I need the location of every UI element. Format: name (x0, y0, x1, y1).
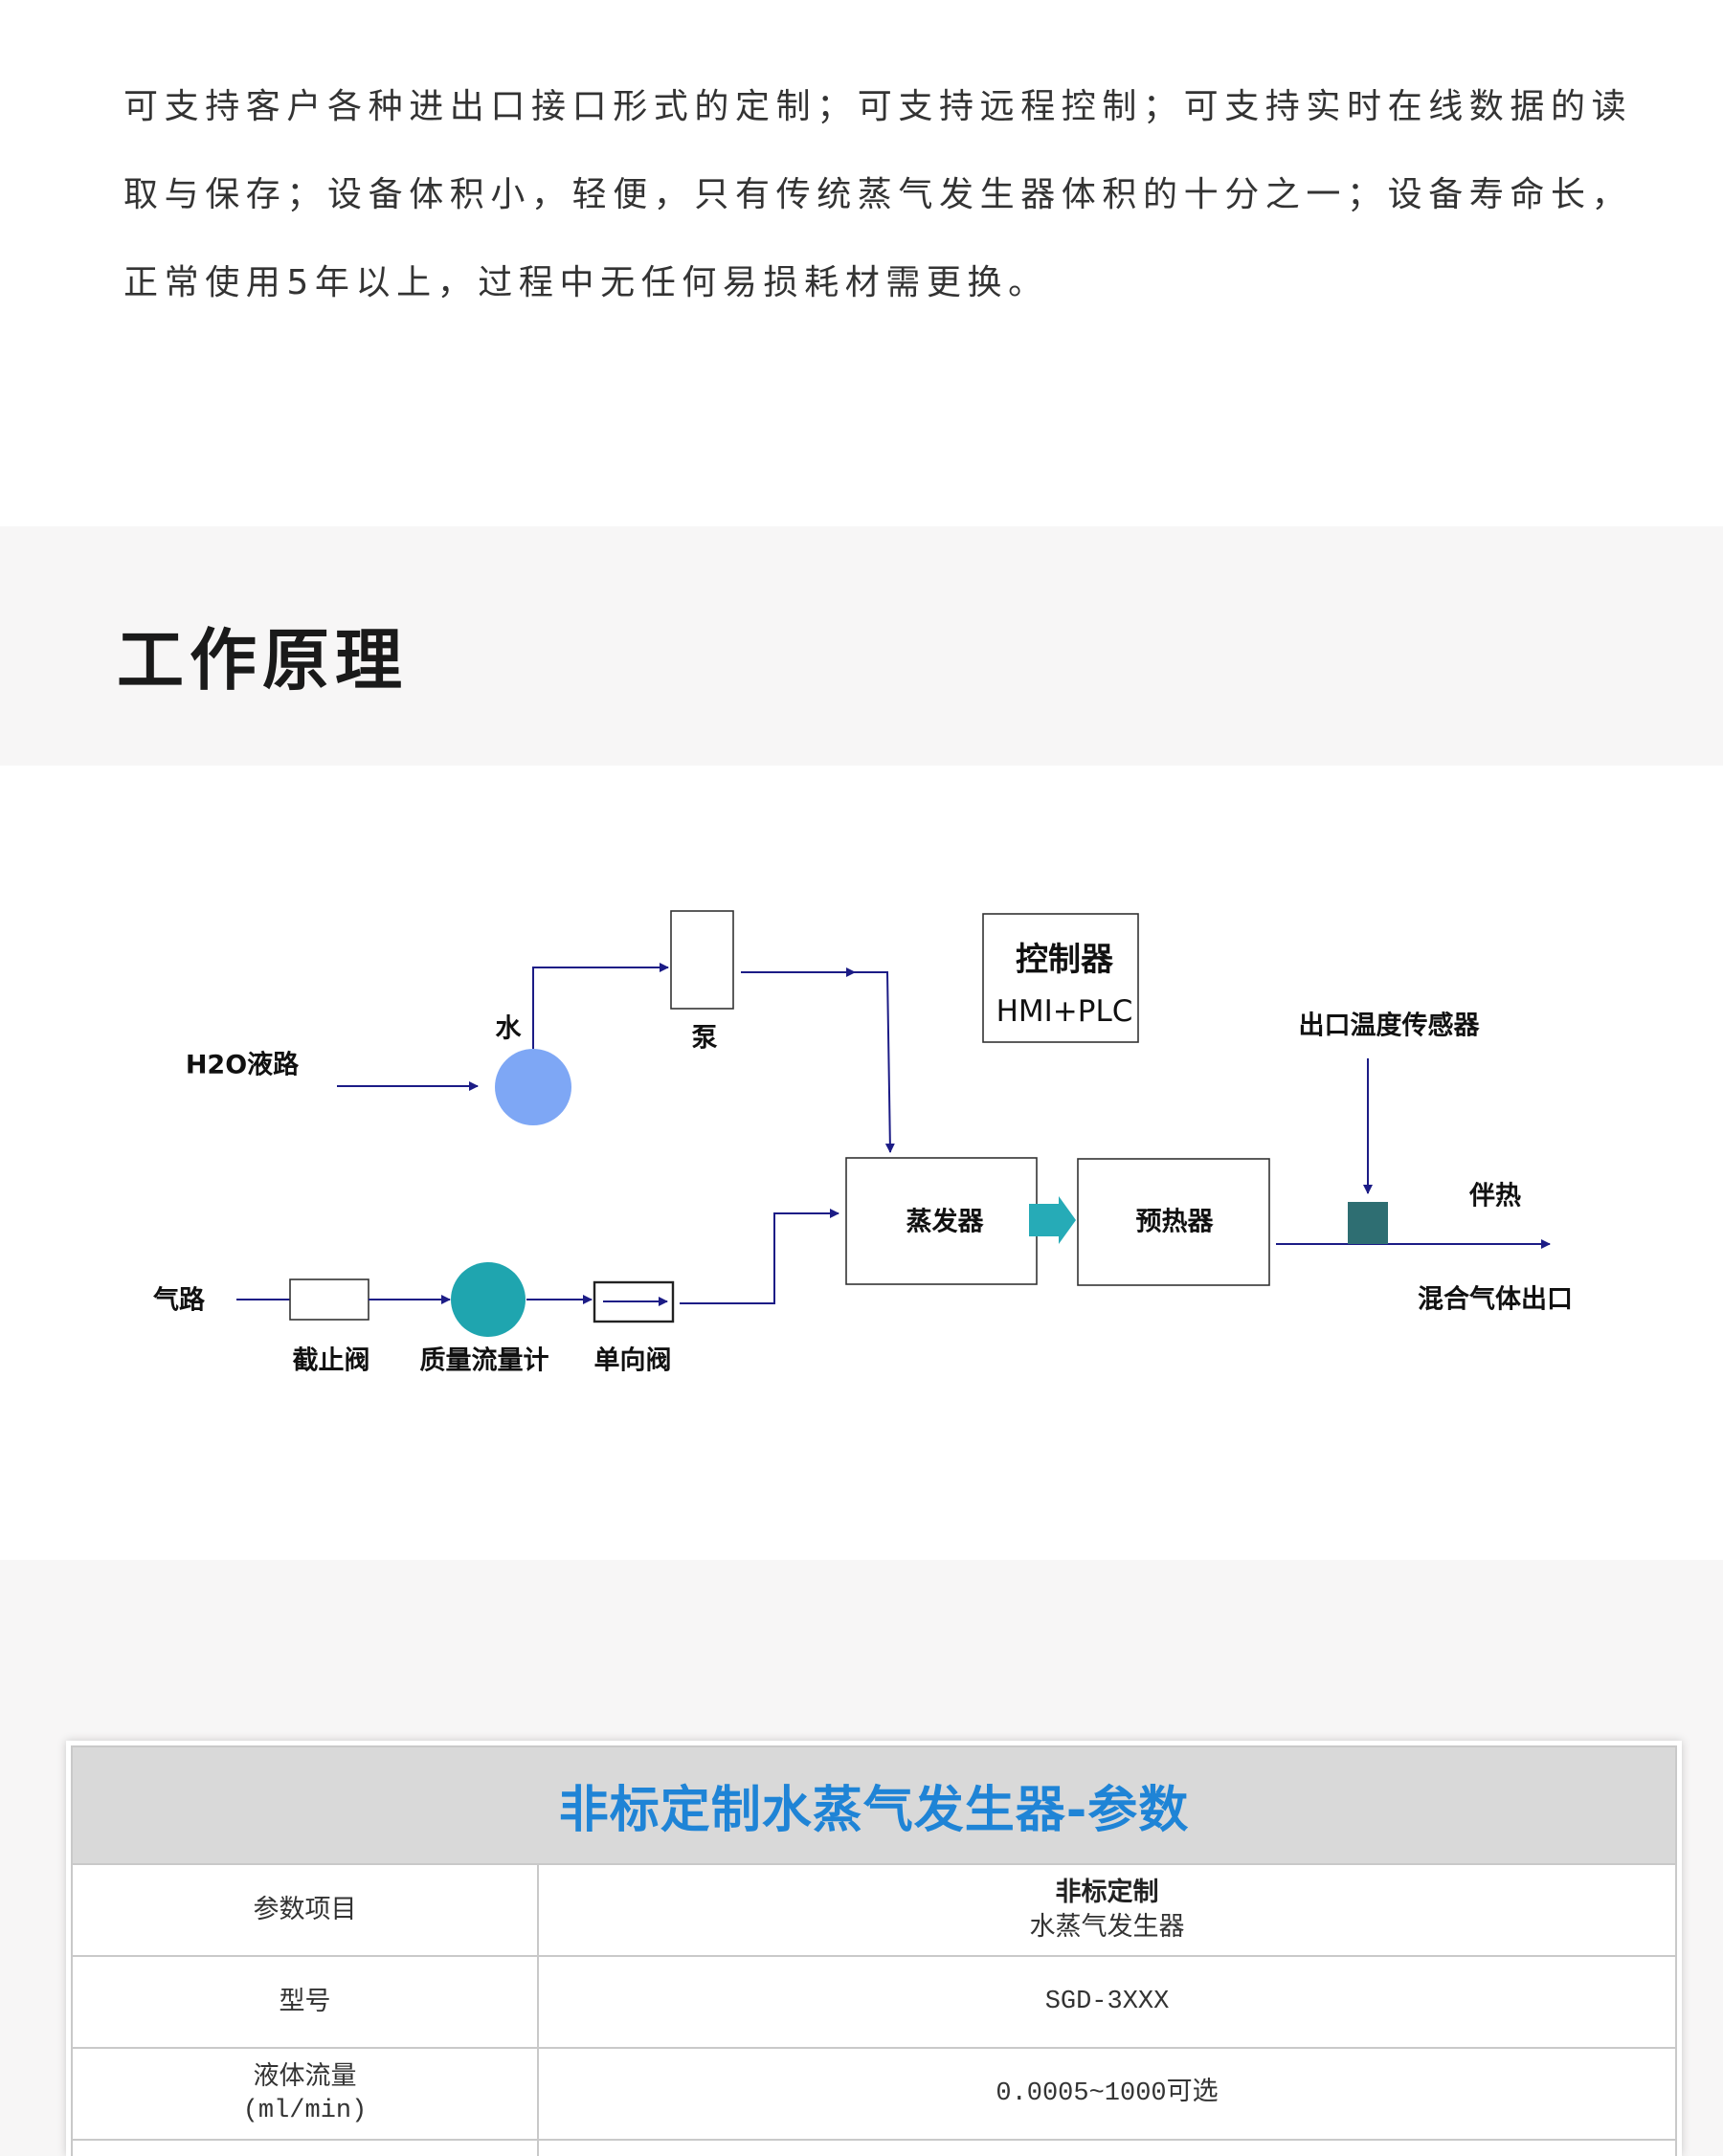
param-value-cell: 非标定制 水蒸气发生器 (537, 1865, 1675, 1955)
spec-table: 非标定制水蒸气发生器-参数 参数项目 非标定制 水蒸气发生器 型号 (66, 1741, 1682, 2156)
sensor-label: 出口温度传感器 (1299, 1011, 1481, 1041)
param-value: 0.0005~1000可选 (996, 2079, 1219, 2108)
param-name: 型号 (279, 1987, 331, 2016)
pump-label: 泵 (692, 1024, 718, 1054)
mass-flow-meter-label: 质量流量计 (420, 1346, 549, 1376)
param-unit: (ml/min) (242, 2097, 368, 2125)
param-value: 非标定制 (1055, 1878, 1159, 1907)
preheater-box (1077, 1158, 1270, 1286)
param-name-cell: 型号 (73, 1957, 537, 2047)
water-to-pump-arrow (532, 963, 669, 1049)
pump-box (670, 910, 734, 1010)
intro-line: 取与保存；设备体积小，轻便，只有传统蒸气发生器体积的十分之一；设备寿命长， (123, 175, 1633, 214)
stop-valve-label: 截止阀 (293, 1346, 370, 1376)
param-value: 水蒸气发生器 (1029, 1912, 1185, 1942)
intro-line: 正常使用5年以上，过程中无任何易损耗材需更换。 (123, 263, 1049, 302)
intro-paragraph: 可支持客户各种进出口接口形式的定制；可支持远程控制；可支持实时在线数据的读 取与… (123, 63, 1693, 327)
pump-to-evaporator-arrow (855, 971, 895, 1153)
param-value-cell: 0.0005~1000可选 (537, 2049, 1675, 2139)
gas-to-evaporator-arrow (680, 1209, 839, 1304)
controller-box (982, 913, 1139, 1043)
table-row: 液体流量 (ml/min) 0.0005~1000可选 (73, 2047, 1675, 2139)
outlet-label: 混合气体出口 (1418, 1284, 1573, 1315)
table-row (73, 2139, 1675, 2156)
param-value-cell (537, 2141, 1675, 2156)
param-name-cell: 参数项目 (73, 1865, 537, 1955)
param-value-cell: SGD-3XXX (537, 1957, 1675, 2047)
stop-valve-box (289, 1278, 369, 1321)
table-row: 型号 SGD-3XXX (73, 1955, 1675, 2047)
check-valve-label: 单向阀 (594, 1345, 672, 1376)
liquid-path-label: H2O液路 (186, 1050, 300, 1080)
param-name-cell: 液体流量 (ml/min) (73, 2049, 537, 2139)
controller-title: 控制器 (1016, 941, 1114, 979)
gas-path-label: 气路 (152, 1285, 206, 1316)
param-name: 参数项目 (253, 1895, 357, 1924)
working-principle-header: 工作原理 (0, 526, 1723, 766)
param-name-cell (73, 2141, 537, 2156)
working-principle-diagram: H2O液路 水 泵 控制器 HMI+PLC 出口温度传感器 蒸发器 预热器 (152, 910, 1573, 1376)
heat-trace-block (1348, 1202, 1388, 1244)
section-title: 工作原理 (117, 620, 408, 700)
intro-section: 可支持客户各种进出口接口形式的定制；可支持远程控制；可支持实时在线数据的读 取与… (0, 0, 1723, 526)
evaporator-label: 蒸发器 (906, 1207, 985, 1237)
param-value: SGD-3XXX (1044, 1988, 1170, 2016)
evaporator-box (845, 1157, 1038, 1285)
intro-line: 可支持客户各种进出口接口形式的定制；可支持远程控制；可支持实时在线数据的读 (123, 87, 1633, 126)
spec-table-header: 非标定制水蒸气发生器-参数 (73, 1747, 1675, 1863)
param-name: 液体流量 (253, 2061, 357, 2091)
water-label: 水 (496, 1014, 523, 1044)
controller-subtitle: HMI+PLC (996, 994, 1133, 1029)
spec-section: 非标定制水蒸气发生器-参数 参数项目 非标定制 水蒸气发生器 型号 (0, 1560, 1723, 2156)
heat-trace-label: 伴热 (1468, 1182, 1521, 1211)
working-principle-section: H2O液路 水 泵 控制器 HMI+PLC 出口温度传感器 蒸发器 预热器 (0, 766, 1723, 1560)
spec-table-title: 非标定制水蒸气发生器-参数 (558, 1782, 1190, 1839)
evaporator-to-preheater-arrow (1029, 1196, 1076, 1244)
water-circle (495, 1049, 571, 1125)
mass-flow-meter-circle (451, 1262, 526, 1337)
table-row: 参数项目 非标定制 水蒸气发生器 (73, 1863, 1675, 1955)
preheater-label: 预热器 (1136, 1208, 1215, 1237)
